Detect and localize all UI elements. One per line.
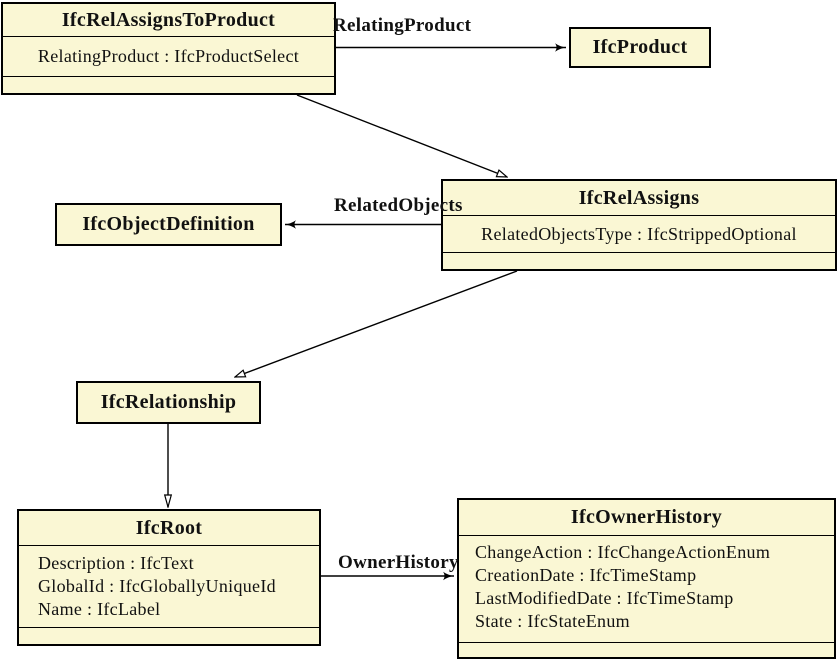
class-attribute: LastModifiedDate : IfcTimeStamp — [475, 588, 734, 608]
class-title: IfcRelAssigns — [578, 186, 700, 209]
edge-label-relatingproduct: RelatingProduct — [333, 15, 472, 36]
class-box-ifcrelassigns: IfcRelAssigns RelatedObjectsType : IfcSt… — [441, 179, 837, 271]
class-attribute: RelatingProduct : IfcProductSelect — [37, 46, 300, 66]
class-operations-empty — [443, 252, 835, 269]
class-title: IfcRelationship — [100, 391, 237, 413]
class-attribute: RelatedObjectsType : IfcStrippedOptional — [481, 223, 797, 244]
class-box-ifcownerhistory: IfcOwnerHistory ChangeAction : IfcChange… — [457, 498, 836, 659]
edge-label-ownerhistory: OwnerHistory — [338, 552, 459, 573]
edge-generalization-relassignstoproduct-relassigns — [296, 94, 507, 177]
edge-label-relatedobjects: RelatedObjects — [334, 195, 463, 216]
class-box-ifcrelationship: IfcRelationship — [76, 381, 261, 424]
class-title: IfcOwnerHistory — [570, 506, 723, 528]
class-attribute: State : IfcStateEnum — [475, 611, 630, 631]
class-title: IfcRoot — [135, 516, 203, 539]
edge-generalization-relassigns-relationship — [235, 270, 518, 378]
class-box-ifcobjectdefinition: IfcObjectDefinition — [55, 203, 282, 246]
class-title: IfcProduct — [592, 36, 688, 58]
class-operations-empty — [459, 642, 834, 657]
class-title: IfcObjectDefinition — [82, 213, 255, 235]
class-box-ifcroot: IfcRoot Description : IfcText GlobalId :… — [17, 509, 321, 646]
class-attribute: Description : IfcText — [38, 553, 194, 573]
class-attribute: ChangeAction : IfcChangeActionEnum — [475, 542, 771, 562]
class-title: IfcRelAssignsToProduct — [61, 8, 276, 31]
class-attribute: Name : IfcLabel — [38, 599, 161, 619]
class-box-ifcrelassignstoproduct: IfcRelAssignsToProduct RelatingProduct :… — [1, 2, 336, 95]
class-operations-empty — [3, 76, 334, 93]
class-box-ifcproduct: IfcProduct — [569, 27, 711, 68]
class-attribute: CreationDate : IfcTimeStamp — [475, 565, 697, 585]
class-attribute: GlobalId : IfcGloballyUniqueId — [38, 576, 276, 596]
class-operations-empty — [19, 627, 319, 644]
